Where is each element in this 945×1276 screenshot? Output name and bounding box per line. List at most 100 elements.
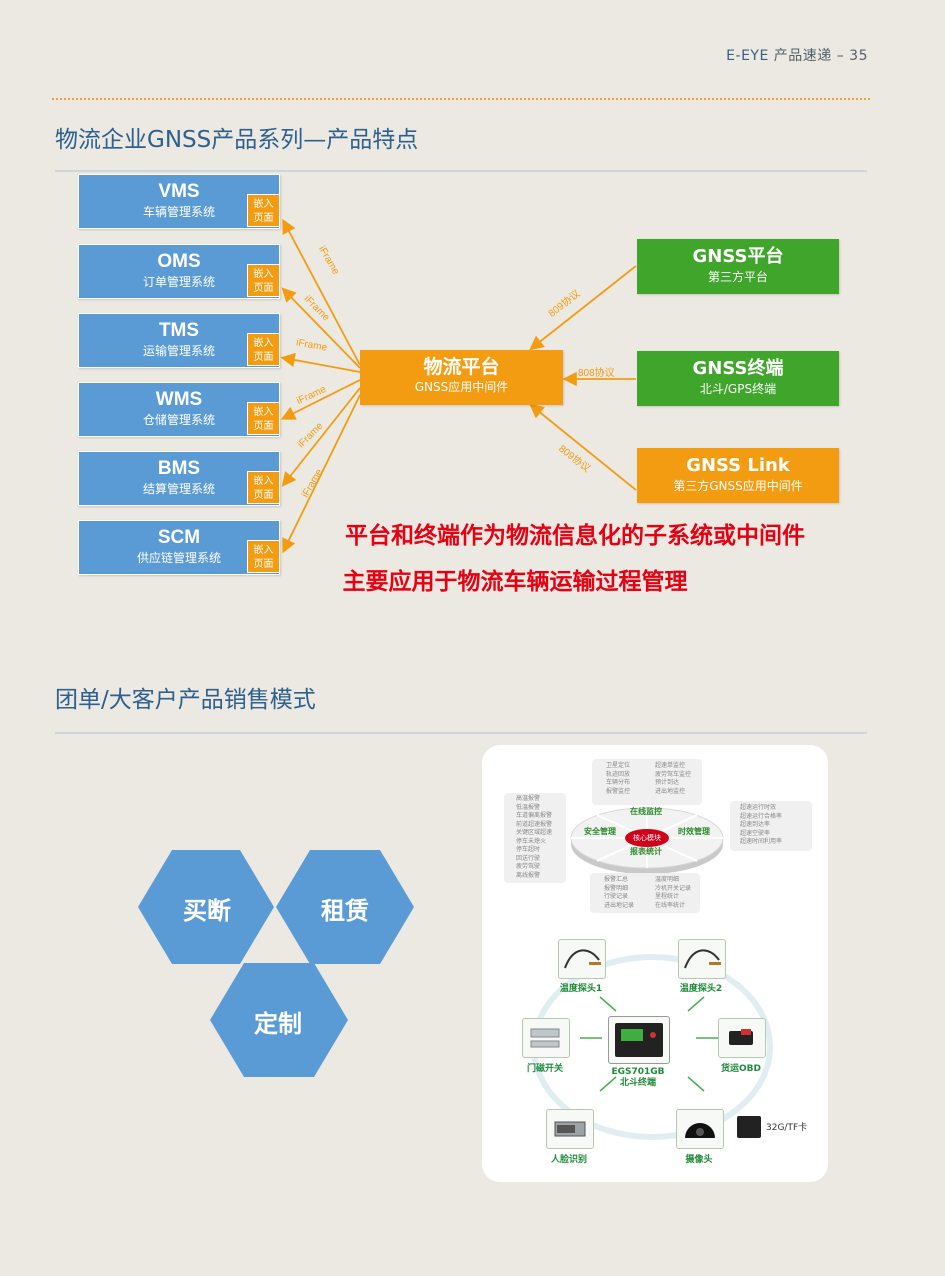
temp-probe2-image	[678, 939, 726, 979]
obd-image	[718, 1018, 766, 1058]
system-box-bms: BMS 结算管理系统	[78, 451, 280, 506]
list-item: 超速单监控	[655, 762, 686, 769]
platform-right-list: 超速运行时效 超速运行合格率 超速到达率 超速空驶率 超速时间利用率	[730, 801, 812, 851]
system-box-vms: VMS 车辆管理系统	[78, 174, 280, 229]
platform-top-left-list: 卫星定位 轨迹回放 车辆分布 报警监控	[592, 759, 702, 805]
embed-tag-line2: 页面	[253, 421, 274, 432]
temp-probe2-label: 温度探头2	[679, 984, 723, 994]
page-header: E-EYE 产品速递 – 35	[0, 45, 868, 65]
ring-timeliness: 时效管理	[678, 827, 710, 836]
list-item: 报警监控	[606, 787, 631, 795]
embed-tag-line1: 嵌入	[253, 199, 274, 210]
system-code: BMS	[157, 458, 201, 479]
header-separator: –	[836, 48, 845, 64]
hexagon-label-custom: 定制	[254, 1010, 302, 1038]
list-item: 进出地监控	[655, 787, 686, 795]
hexagon-custom	[210, 963, 348, 1077]
ring-safety: 安全管理	[584, 827, 616, 836]
sales-mode-hexagons	[138, 850, 414, 1077]
camera-image	[676, 1109, 724, 1149]
hexagon-lease	[276, 850, 414, 964]
platform-title: 物流平台	[423, 356, 500, 378]
list-item: 超速时间利用率	[740, 838, 783, 845]
ring-online-monitor: 在线监控	[630, 807, 662, 816]
header-page-number: 35	[849, 48, 868, 64]
protocol-label-terminal: 808协议	[578, 368, 615, 379]
hexagon-label-lease: 租赁	[321, 897, 369, 925]
header-subtitle: 产品速递	[773, 48, 832, 64]
header-divider	[52, 98, 870, 100]
gnss-platform-subtitle: 第三方平台	[707, 270, 768, 284]
gnss-terminal-subtitle: 北斗/GPS终端	[699, 382, 777, 396]
system-name: 订单管理系统	[142, 275, 215, 289]
logistics-platform-box: 物流平台 GNSS应用中间件	[360, 350, 563, 405]
embed-tag-line1: 嵌入	[253, 545, 274, 556]
system-box-wms: WMS 仓储管理系统	[78, 382, 280, 437]
statement-line2: 主要应用于物流车辆运输过程管理	[342, 569, 688, 595]
embed-tag-line2: 页面	[253, 352, 274, 363]
door-sensor-image	[522, 1018, 570, 1058]
obd-label: 货运OBD	[721, 1064, 761, 1074]
list-item: 轨迹回放	[606, 770, 631, 778]
face-recognition-label: 人脸识别	[550, 1155, 587, 1165]
list-item: 冷机开关记录	[655, 884, 692, 892]
system-box-tms: TMS 运输管理系统	[78, 313, 280, 368]
list-item: 温度明细	[655, 876, 680, 883]
embed-tag-line1: 嵌入	[253, 407, 274, 418]
embed-tag-line2: 页面	[253, 213, 274, 224]
door-sensor-label: 门磁开关	[526, 1064, 563, 1074]
gnss-platform-title: GNSS平台	[692, 246, 784, 267]
terminal-image	[608, 1016, 670, 1064]
list-item: 行驶记录	[604, 893, 629, 900]
list-item: 关键区域超速	[516, 829, 553, 836]
list-item: 疲劳驾驶	[516, 863, 541, 870]
embed-tag-line2: 页面	[253, 559, 274, 570]
statement-line1: 平台和终端作为物流信息化的子系统或中间件	[345, 523, 805, 549]
product-diagram-panel: 卫星定位 轨迹回放 车辆分布 报警监控 超速单监控 疲劳驾车监控 预计到达 进出…	[482, 745, 828, 1182]
list-item: 报警汇总	[604, 876, 629, 883]
platform-bottom-right-list: 温度明细 冷机开关记录 里程统计 在线率统计	[650, 873, 710, 910]
platform-left-list: 高温报警 低温报警 车道偏离报警 前道超速报警 关键区域超速 停车未熄火 停车超…	[504, 793, 566, 883]
embed-tag-bms: 嵌入 页面	[247, 471, 280, 504]
arrow-oms	[281, 287, 361, 369]
arrow-bms	[281, 387, 361, 487]
system-code: SCM	[157, 527, 201, 548]
list-item: 离线报警	[516, 871, 541, 879]
gnss-terminal-title: GNSS终端	[692, 358, 784, 379]
face-recognition-image	[546, 1109, 594, 1149]
gnss-terminal-box: GNSS终端 北斗/GPS终端	[637, 351, 839, 406]
embed-tag-scm: 嵌入 页面	[247, 540, 280, 573]
system-code: OMS	[157, 251, 201, 272]
embed-tag-line2: 页面	[253, 490, 274, 501]
platform-subtitle: GNSS应用中间件	[414, 380, 509, 394]
arrow-wms	[280, 379, 361, 420]
sdcard-label: 32G/TF卡	[766, 1123, 808, 1133]
embed-tag-oms: 嵌入 页面	[247, 264, 280, 297]
temp-probe1-label: 温度探头1	[559, 984, 603, 994]
header-brand: E-EYE	[726, 48, 769, 64]
embed-tag-line2: 页面	[253, 283, 274, 294]
list-item: 里程统计	[655, 893, 680, 900]
arrow-tms	[280, 352, 361, 373]
list-item: 超速运行合格率	[740, 812, 783, 820]
list-item: 疲劳驾车监控	[655, 770, 692, 778]
embed-tag-line1: 嵌入	[253, 476, 274, 487]
list-item: 进出地记录	[604, 901, 635, 909]
system-name: 运输管理系统	[142, 344, 215, 358]
embed-tag-tms: 嵌入 页面	[247, 333, 280, 366]
embed-tag-vms: 嵌入 页面	[247, 194, 280, 227]
hexagon-buyout	[138, 850, 274, 964]
list-item: 预计到达	[655, 779, 680, 786]
gnss-link-title: GNSS Link	[686, 455, 790, 476]
list-item: 低温报警	[516, 803, 541, 811]
system-box-scm: SCM 供应链管理系统	[78, 520, 280, 575]
section2-title: 团单/大客户产品销售模式	[55, 687, 316, 713]
list-item: 超速空驶率	[740, 829, 771, 837]
section1-title: 物流企业GNSS产品系列—产品特点	[55, 127, 419, 153]
list-item: 高温报警	[516, 795, 541, 802]
sdcard-icon	[737, 1116, 761, 1138]
terminal-label: EGS701GB 北斗终端	[598, 1067, 678, 1089]
list-item: 卫星定位	[606, 762, 631, 769]
arrow-vms	[282, 218, 361, 366]
system-name: 结算管理系统	[142, 482, 215, 496]
